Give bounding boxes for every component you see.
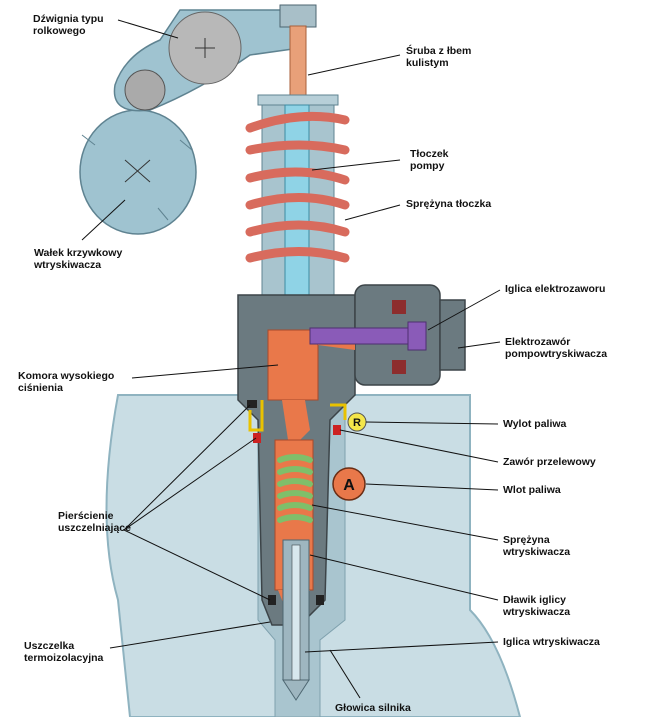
seal-rings [247,400,341,605]
leader-solenoid-valve [457,341,501,349]
camshaft [79,109,197,235]
leader-injector-needle [304,641,499,653]
leader-thermal-seal [109,621,271,649]
leader-seal-rings-3 [123,529,271,601]
leader-solenoid-needle [427,289,501,331]
leader-seal-rings-1 [123,404,251,531]
label-solenoid-valve: Elektrozawór pompowtryskiwacza [505,336,608,360]
leader-ball-screw [307,54,401,76]
leader-cylinder-head [329,649,361,699]
label-cylinder-head: Głowica silnika [335,702,411,714]
leader-hp-chamber [131,364,279,379]
leader-fuel-outlet [365,421,499,425]
solenoid-armature [407,321,427,351]
injector-needle [291,544,301,681]
adjusting-screw-nut [279,4,317,28]
label-needle-damper: Dławik iglicy wtryskiwacza [503,594,571,618]
label-thermal-seal: Uszczelka termoizolacyjna [24,640,104,664]
label-pump-plunger: Tłoczek pompy [410,148,449,172]
ball-head-screw [289,25,307,99]
solenoid-needle [309,327,416,345]
injector-spring [277,454,313,523]
label-fuel-outlet: Wylot paliwa [503,418,567,430]
label-overflow-valve: Zawór przelewowy [503,456,596,468]
label-ball-screw: Śruba z łbem kulistym [406,45,472,69]
leader-plunger-spring [344,204,401,221]
leader-plunger [311,159,401,171]
fuel-inlet-marker-label: A [343,477,355,494]
label-solenoid-needle: Iglica elektrozaworu [505,283,606,295]
label-injector-needle: Iglica wtryskiwacza [503,636,600,648]
label-fuel-inlet: Wlot paliwa [503,484,561,496]
label-camshaft: Wałek krzywkowy wtryskiwacza [34,247,123,271]
label-injector-spring: Sprężyna wtryskiwacza [503,534,571,558]
label-rocker: Dźwignia typu rolkowego [33,13,104,37]
label-plunger-spring: Sprężyna tłoczka [406,198,492,210]
fuel-outlet-marker-label: R [353,417,361,429]
leader-injector-spring [311,504,499,541]
leader-needle-damper [309,554,499,601]
plunger-top-plate [257,94,339,106]
leader-seal-rings-2 [123,437,257,531]
label-hp-chamber: Komora wysokiego ciśnienia [18,370,115,394]
leader-rocker [117,19,179,39]
leader-lines [81,19,501,699]
fuel-inlet-marker-circle [332,467,366,501]
leader-camshaft [81,199,126,241]
rocker-arm [113,9,301,112]
leader-overflow-valve [339,429,499,463]
hydraulic-lines [248,400,347,432]
leader-fuel-inlet [365,483,499,491]
plunger-spring [245,111,350,263]
label-seal-rings: Pierścienie uszczelniające [58,510,131,534]
